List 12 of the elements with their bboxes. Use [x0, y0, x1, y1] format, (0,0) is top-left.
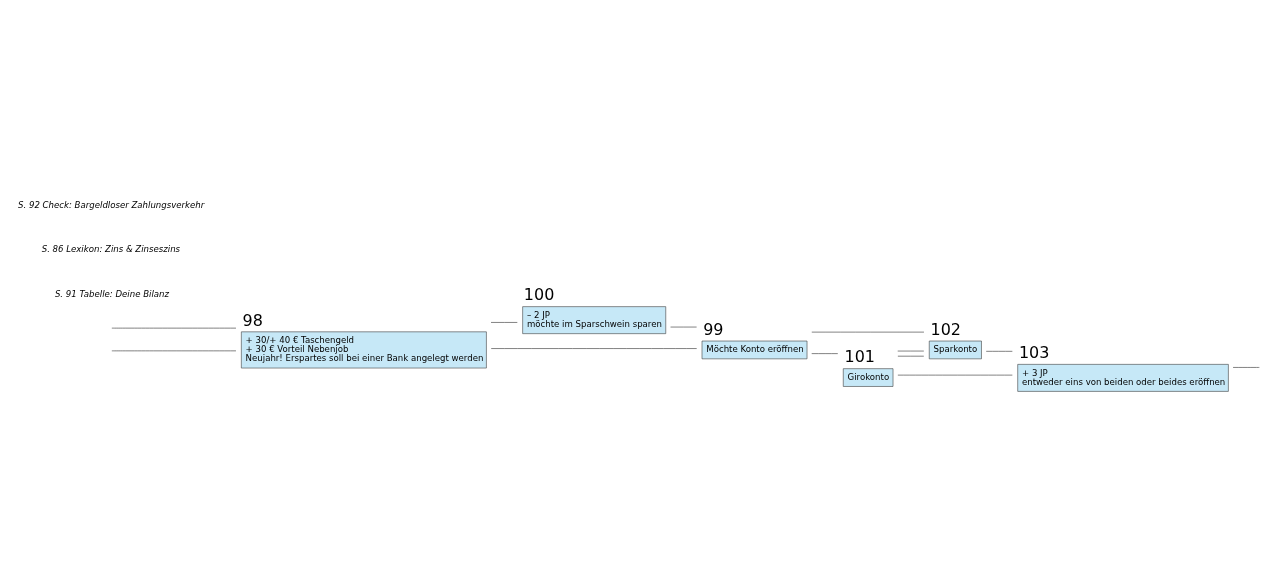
- node-label: 99: [703, 319, 724, 339]
- node-label: 100: [523, 284, 555, 304]
- label: S. 91 Tabelle: Deine Bilanz: [54, 288, 169, 299]
- label: S. 92 Check: Bargeldloser Zahlungsverkehr: [18, 199, 205, 210]
- connector: [490, 347, 697, 349]
- label: S. 86 Lexikon: Zins & Zinseszins: [41, 243, 181, 254]
- connector: [1232, 366, 1260, 368]
- node-label: 98: [242, 310, 263, 330]
- node-label: 101: [844, 346, 875, 366]
- connector: [490, 321, 518, 323]
- node-label: 103: [1018, 342, 1050, 362]
- node-label: 102: [930, 319, 961, 339]
